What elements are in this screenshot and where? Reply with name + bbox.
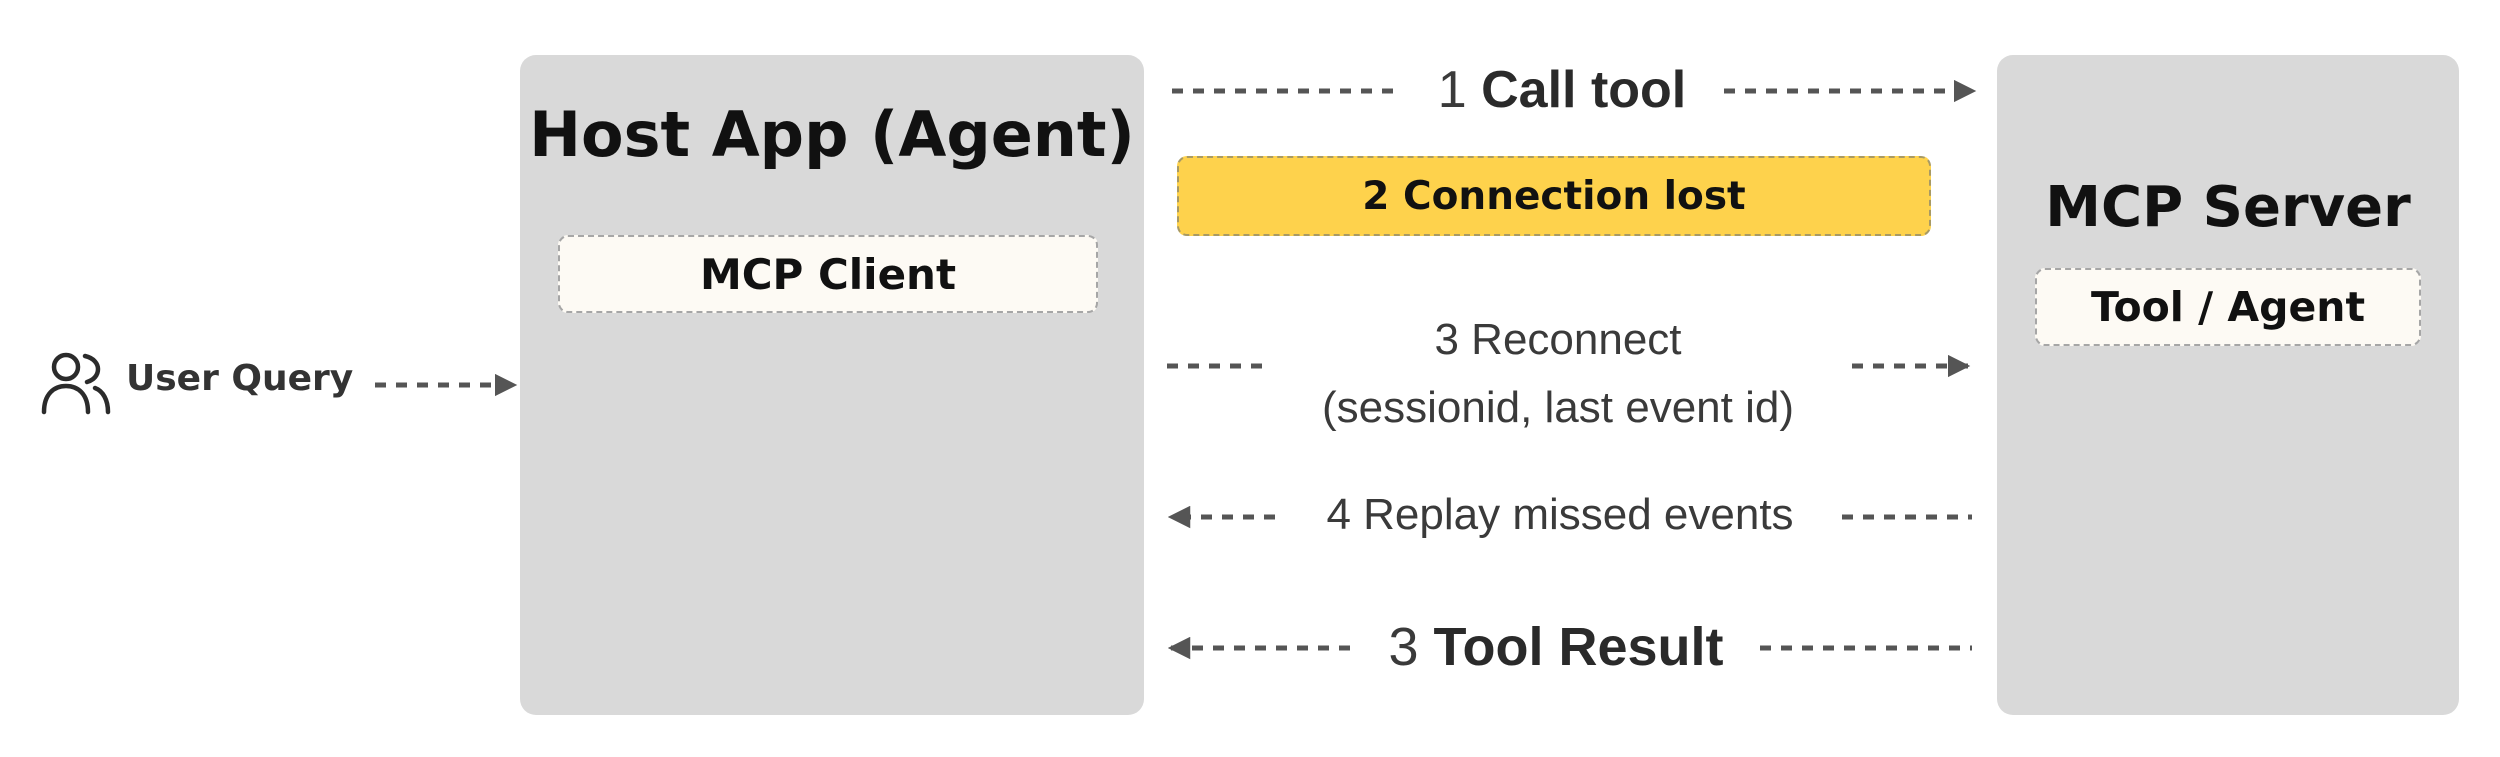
mcp-server-panel: MCP Server Tool / Agent <box>1997 55 2459 715</box>
host-app-panel: Host App (Agent) MCP Client <box>520 55 1144 715</box>
reconnect-line-2: (sessionid, last event id) <box>1322 383 1794 432</box>
users-icon <box>41 352 111 415</box>
tool-result-text: Tool Result <box>1433 617 1724 677</box>
connection-lost-badge: 2 Connection lost <box>1177 156 1931 236</box>
mcp-client-box: MCP Client <box>558 235 1098 313</box>
call-tool-text: Call tool <box>1481 61 1687 119</box>
call-tool-number: 1 <box>1437 61 1467 119</box>
host-app-title: Host App (Agent) <box>529 98 1135 171</box>
replay-label: 4 Replay missed events <box>1326 490 1794 539</box>
tool-result-number: 3 <box>1388 617 1419 677</box>
tool-agent-box: Tool / Agent <box>2035 268 2421 346</box>
reconnect-label: 3 Reconnect (sessionid, last event id) <box>1268 306 1848 442</box>
mcp-server-title: MCP Server <box>2045 175 2411 240</box>
reconnect-line-1: 3 Reconnect <box>1434 315 1682 364</box>
user-query-label: User Query <box>126 358 354 399</box>
call-tool-label: 1 Call tool <box>1410 60 1714 120</box>
tool-result-label: 3 Tool Result <box>1358 616 1754 678</box>
